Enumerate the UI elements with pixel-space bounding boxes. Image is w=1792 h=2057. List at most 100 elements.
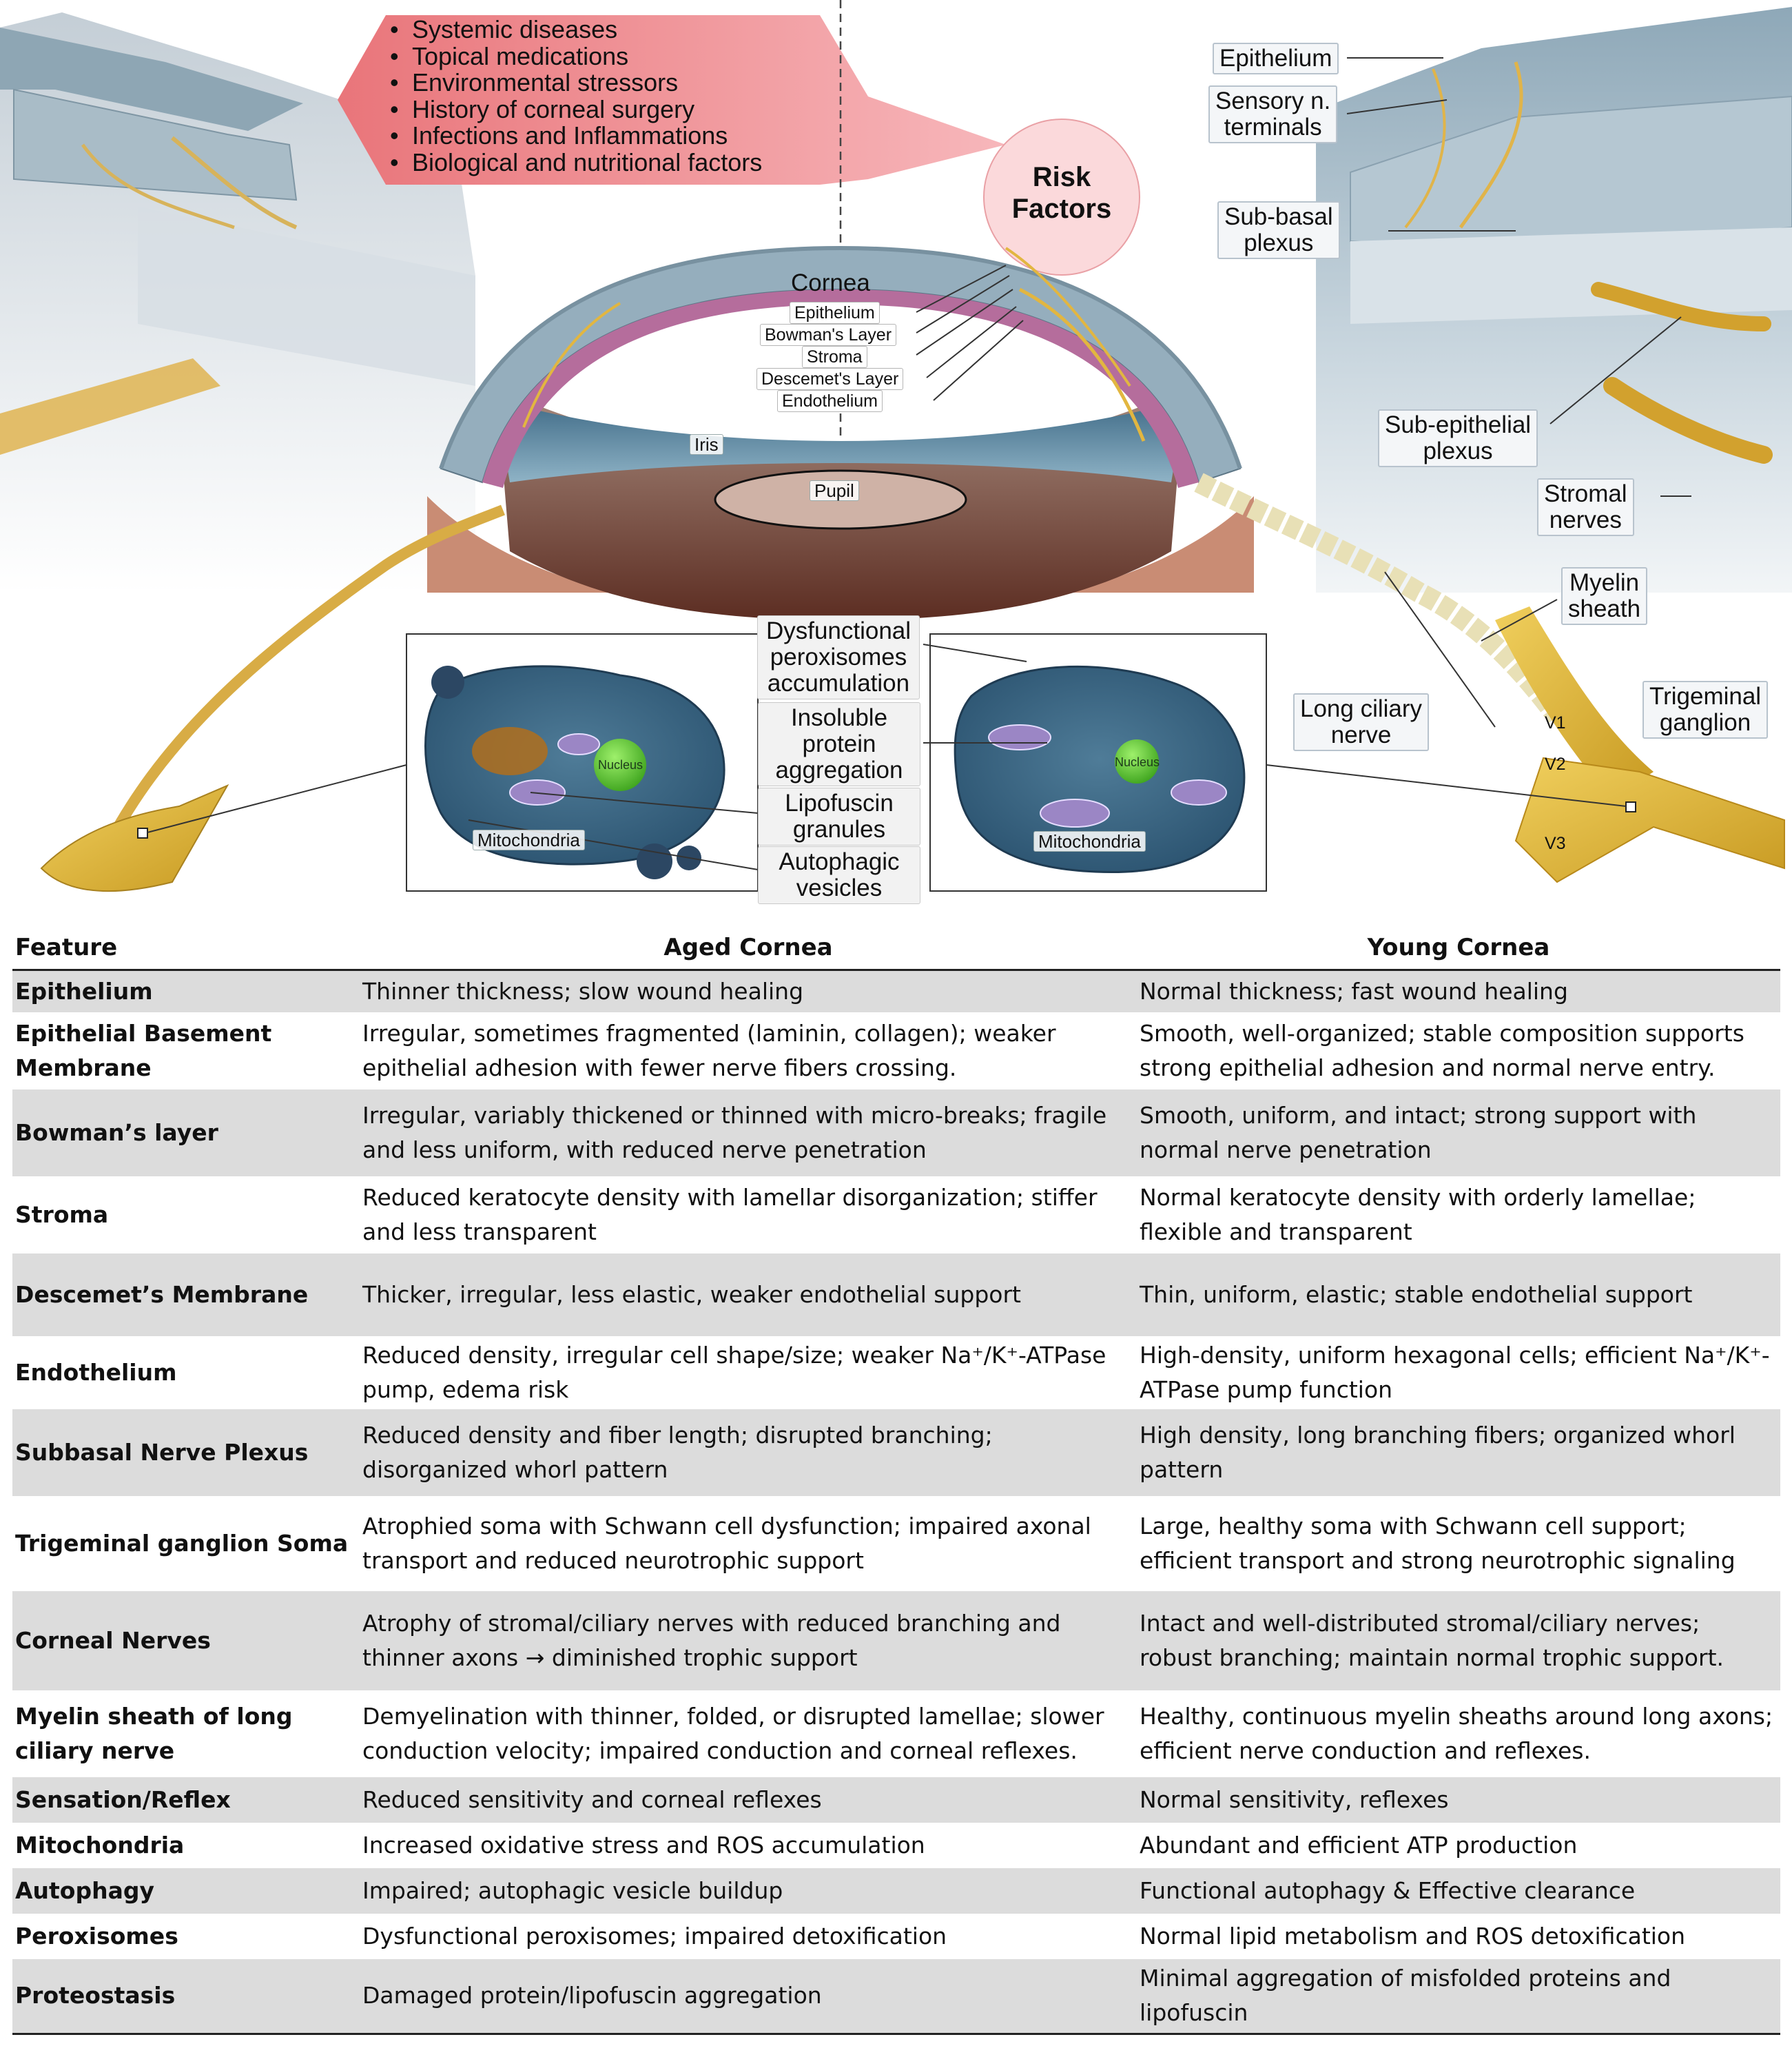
header-young: Young Cornea — [1137, 927, 1780, 971]
label-v2: V2 — [1545, 755, 1566, 774]
cell-aged: Atrophied soma with Schwann cell dysfunc… — [360, 1496, 1137, 1591]
label-sensory-terminals: Sensory n. terminals — [1208, 85, 1338, 143]
risk-factors-list: Systemic diseases Topical medications En… — [386, 16, 868, 176]
table-row: Peroxisomes Dysfunctional peroxisomes; i… — [12, 1914, 1780, 1959]
aged-cell-panel — [406, 633, 759, 892]
cell-aged: Reduced density and fiber length; disrup… — [360, 1409, 1137, 1496]
cell-aged: Irregular, sometimes fragmented (laminin… — [360, 1012, 1137, 1089]
cell-young: Abundant and efficient ATP production — [1137, 1823, 1780, 1868]
label-cornea: Cornea — [791, 269, 870, 296]
cell-feature: Trigeminal ganglion Soma — [12, 1496, 360, 1591]
table-row: Subbasal Nerve Plexus Reduced density an… — [12, 1409, 1780, 1496]
eye-cross-section — [427, 245, 1254, 620]
comparison-table: Feature Aged Cornea Young Cornea Epithel… — [12, 927, 1780, 2035]
cell-feature: Mitochondria — [12, 1823, 360, 1868]
table-row: Endothelium Reduced density, irregular c… — [12, 1336, 1780, 1409]
label-pupil: Pupil — [810, 480, 859, 501]
table-row: Epithelial Basement Membrane Irregular, … — [12, 1012, 1780, 1089]
cell-young: Smooth, well-organized; stable compositi… — [1137, 1012, 1780, 1089]
label-young-epithelium: Epithelium — [1213, 43, 1339, 74]
cell-young: Healthy, continuous myelin sheaths aroun… — [1137, 1690, 1780, 1777]
cell-young: Normal sensitivity, reflexes — [1137, 1777, 1780, 1823]
aged-tissue-block — [0, 12, 475, 593]
table-row: Epithelium Thinner thickness; slow wound… — [12, 970, 1780, 1012]
young-cell-panel — [929, 633, 1267, 892]
cell-young: Minimal aggregation of misfolded protein… — [1137, 1959, 1780, 2035]
label-iris: Iris — [690, 434, 723, 455]
cell-young: Normal lipid metabolism and ROS detoxifi… — [1137, 1914, 1780, 1959]
table-header-row: Feature Aged Cornea Young Cornea — [12, 927, 1780, 971]
cell-young: Intact and well-distributed stromal/cili… — [1137, 1591, 1780, 1690]
label-subepithelial-plexus: Sub-epithelial plexus — [1378, 409, 1538, 467]
label-insoluble-protein: Insoluble protein aggregation — [758, 702, 920, 786]
cell-feature: Corneal Nerves — [12, 1591, 360, 1690]
cell-feature: Bowman’s layer — [12, 1089, 360, 1176]
cell-feature: Peroxisomes — [12, 1914, 360, 1959]
cell-feature: Descemet’s Membrane — [12, 1253, 360, 1336]
label-bowmans-layer: Bowman's Layer — [760, 324, 897, 346]
table-row: Descemet’s Membrane Thicker, irregular, … — [12, 1253, 1780, 1336]
figure-illustration: Systemic diseases Topical medications En… — [0, 0, 1792, 920]
table-row: Myelin sheath of long ciliary nerve Demy… — [12, 1690, 1780, 1777]
cell-young: High density, long branching fibers; org… — [1137, 1409, 1780, 1496]
label-aged-nucleus: Nucleus — [598, 758, 643, 772]
table-row: Sensation/Reflex Reduced sensitivity and… — [12, 1777, 1780, 1823]
cell-aged: Atrophy of stromal/ciliary nerves with r… — [360, 1591, 1137, 1690]
risk-factor-item: Systemic diseases — [386, 16, 868, 43]
label-long-ciliary-nerve: Long ciliary nerve — [1293, 693, 1430, 751]
cell-young: High-density, uniform hexagonal cells; e… — [1137, 1336, 1780, 1409]
cell-young: Functional autophagy & Effective clearan… — [1137, 1868, 1780, 1914]
cell-feature: Proteostasis — [12, 1959, 360, 2035]
risk-factor-item: Infections and Inflammations — [386, 122, 868, 150]
cell-aged: Irregular, variably thickened or thinned… — [360, 1089, 1137, 1176]
cell-feature: Sensation/Reflex — [12, 1777, 360, 1823]
cell-feature: Endothelium — [12, 1336, 360, 1409]
label-stroma: Stroma — [802, 346, 867, 368]
cell-feature: Subbasal Nerve Plexus — [12, 1409, 360, 1496]
label-v3: V3 — [1545, 834, 1566, 853]
label-lipofuscin: Lipofuscin granules — [758, 788, 920, 846]
label-descemets-layer: Descemet's Layer — [756, 368, 904, 390]
cell-young: Normal keratocyte density with orderly l… — [1137, 1176, 1780, 1253]
cell-feature: Epithelial Basement Membrane — [12, 1012, 360, 1089]
cell-aged: Reduced keratocyte density with lamellar… — [360, 1176, 1137, 1253]
cell-aged: Thinner thickness; slow wound healing — [360, 970, 1137, 1012]
cell-aged: Dysfunctional peroxisomes; impaired deto… — [360, 1914, 1137, 1959]
cell-young: Normal thickness; fast wound healing — [1137, 970, 1780, 1012]
cell-aged: Reduced sensitivity and corneal reflexes — [360, 1777, 1137, 1823]
cell-young: Smooth, uniform, and intact; strong supp… — [1137, 1089, 1780, 1176]
cell-aged: Demyelination with thinner, folded, or d… — [360, 1690, 1137, 1777]
table-row: Autophagy Impaired; autophagic vesicle b… — [12, 1868, 1780, 1914]
label-endothelium: Endothelium — [777, 390, 883, 412]
label-stromal-nerves: Stromal nerves — [1537, 478, 1634, 536]
cell-feature: Myelin sheath of long ciliary nerve — [12, 1690, 360, 1777]
label-young-mitochondria: Mitochondria — [1033, 831, 1146, 852]
cell-young: Thin, uniform, elastic; stable endotheli… — [1137, 1253, 1780, 1336]
risk-factors-title: Risk Factors — [1011, 162, 1112, 224]
table-row: Mitochondria Increased oxidative stress … — [12, 1823, 1780, 1868]
header-feature: Feature — [12, 927, 360, 971]
label-autophagic-vesicles: Autophagic vesicles — [758, 846, 920, 904]
label-young-nucleus: Nucleus — [1115, 755, 1160, 769]
cell-young: Large, healthy soma with Schwann cell su… — [1137, 1496, 1780, 1591]
label-dysfunctional-peroxisomes: Dysfunctional peroxisomes accumulation — [757, 615, 920, 699]
cell-feature: Stroma — [12, 1176, 360, 1253]
nerves — [40, 473, 1785, 892]
label-eye-epithelium: Epithelium — [790, 302, 880, 324]
cell-aged: Reduced density, irregular cell shape/si… — [360, 1336, 1137, 1409]
label-myelin-sheath: Myelin sheath — [1561, 567, 1648, 625]
table-row: Stroma Reduced keratocyte density with l… — [12, 1176, 1780, 1253]
table-row: Bowman’s layer Irregular, variably thick… — [12, 1089, 1780, 1176]
risk-factor-item: Topical medications — [386, 43, 868, 70]
risk-factor-item: History of corneal surgery — [386, 96, 868, 123]
table-row: Corneal Nerves Atrophy of stromal/ciliar… — [12, 1591, 1780, 1690]
cell-aged: Damaged protein/lipofuscin aggregation — [360, 1959, 1137, 2035]
cell-aged: Impaired; autophagic vesicle buildup — [360, 1868, 1137, 1914]
cell-feature: Epithelium — [12, 970, 360, 1012]
label-v1: V1 — [1545, 713, 1566, 733]
risk-factor-item: Environmental stressors — [386, 69, 868, 96]
cell-feature: Autophagy — [12, 1868, 360, 1914]
label-subbasal-plexus: Sub-basal plexus — [1217, 201, 1340, 259]
header-aged: Aged Cornea — [360, 927, 1137, 971]
cell-aged: Thicker, irregular, less elastic, weaker… — [360, 1253, 1137, 1336]
